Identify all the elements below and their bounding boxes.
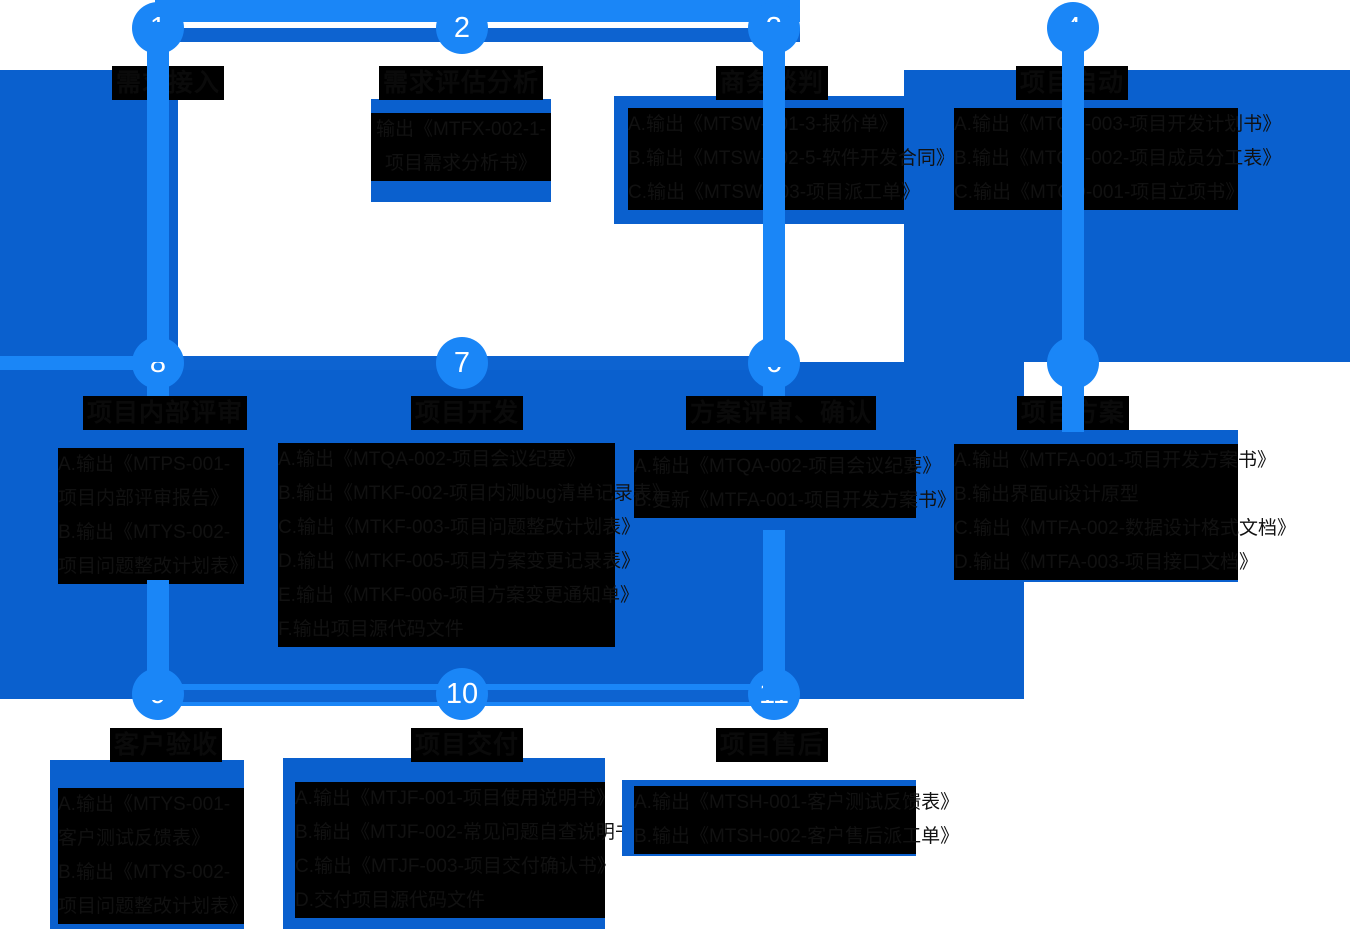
rail-vertical-step5-stub (1062, 362, 1084, 432)
step-card-7: A.输出《MTQA-002-项目会议纪要》 B.输出《MTKF-002-项目内测… (266, 426, 671, 654)
list-item: A.输出《MTYS-001- (58, 788, 244, 822)
step-card-11-list: A.输出《MTSH-001-客户测试反馈表》 B.输出《MTSH-002-客户售… (622, 780, 959, 854)
list-item: E.输出《MTKF-006-项目方案变更通知单》 (278, 579, 639, 613)
list-item: B.更新《MTFA-001-项目开发方案书》 (634, 484, 956, 518)
list-item: D.输出《MTKF-005-项目方案变更记录表》 (278, 545, 640, 579)
list-item: 项目需求分析书》 (371, 147, 551, 181)
step-card-2: 输出《MTFX-002-1- 项目需求分析书》 (371, 99, 551, 202)
rail-vertical-step6-to-11 (763, 530, 785, 700)
step-card-8: A.输出《MTPS-001- 项目内部评审报告》 B.输出《MTYS-002- … (50, 426, 248, 596)
list-item: 项目内部评审报告》 (58, 482, 244, 516)
list-item: A.输出《MTFA-001-项目开发方案书》 (954, 444, 1276, 478)
step-card-4-list: A.输出《MTQD-003-项目开发计划书》 B.输出《MTQD-002-项目成… (944, 96, 1281, 210)
step-card-11: A.输出《MTSH-001-客户测试反馈表》 B.输出《MTSH-002-客户售… (622, 780, 959, 856)
step-card-6: A.输出《MTQA-002-项目会议纪要》 B.更新《MTFA-001-项目开发… (622, 430, 956, 534)
list-item: A.输出《MTJF-001-项目使用说明书》 (295, 782, 615, 816)
list-item: A.输出《MTQD-003-项目开发计划书》 (954, 108, 1281, 142)
step-card-5: A.输出《MTFA-001-项目开发方案书》 B.输出界面ui设计原型 C.输出… (944, 430, 1296, 582)
list-item: A.输出《MTQA-002-项目会议纪要》 (278, 443, 615, 477)
list-item: D.交付项目源代码文件 (295, 884, 605, 918)
step-title-8: 项目内部评审 (83, 396, 248, 430)
list-item: B.输出《MTSH-002-客户售后派工单》 (634, 820, 959, 854)
step-title-11: 项目售后 (716, 728, 829, 762)
list-item: C.输出《MTQD-001-项目立项书》 (954, 176, 1244, 210)
list-item: F.输出项目源代码文件 (278, 613, 615, 647)
list-item: B.输出《MTQD-002-项目成员分工表》 (954, 142, 1281, 176)
step-node-2[interactable]: 2 (436, 2, 488, 54)
step-node-10-label: 10 (445, 677, 479, 710)
list-item: D.输出《MTFA-003-项目接口文档》 (954, 546, 1258, 580)
rail-vertical-step8-to-9 (147, 580, 169, 700)
list-item: B.输出《MTJF-002-常见问题自查说明书》 (295, 816, 653, 850)
step-card-5-list: A.输出《MTFA-001-项目开发方案书》 B.输出界面ui设计原型 C.输出… (944, 430, 1296, 580)
list-item: B.输出《MTYS-002- (58, 856, 244, 890)
step-card-9-list: A.输出《MTYS-001- 客户测试反馈表》 B.输出《MTYS-002- 项… (50, 760, 248, 924)
step-card-9: A.输出《MTYS-001- 客户测试反馈表》 B.输出《MTYS-002- 项… (50, 760, 248, 929)
step-card-4: A.输出《MTQD-003-项目开发计划书》 B.输出《MTQD-002-项目成… (944, 96, 1281, 224)
step-title-10: 项目交付 (411, 728, 524, 762)
step-title-9: 客户验收 (110, 728, 223, 762)
step-title-7: 项目开发 (411, 396, 524, 430)
list-item: 客户测试反馈表》 (58, 822, 244, 856)
list-item: A.输出《MTPS-001- (58, 448, 244, 482)
list-item: C.输出《MTKF-003-项目问题整改计划表》 (278, 511, 640, 545)
list-item: B.输出界面ui设计原型 (954, 478, 1238, 512)
step-node-7[interactable]: 7 (436, 337, 488, 389)
list-item: 输出《MTFX-002-1- (371, 113, 551, 147)
step-card-3: A.输出《MTSW-001-3-报价单》 B.输出《MTSW-002-5-软件开… (614, 96, 955, 224)
rail-vertical-step1-overlay (147, 22, 169, 362)
list-item: A.输出《MTQA-002-项目会议纪要》 (634, 450, 941, 484)
rail-top-row1-secondary (178, 28, 800, 42)
step-node-2-label: 2 (453, 11, 471, 44)
list-item: A.输出《MTSH-001-客户测试反馈表》 (634, 786, 959, 820)
list-item: C.输出《MTJF-003-项目交付确认书》 (295, 850, 616, 884)
step-card-7-list: A.输出《MTQA-002-项目会议纪要》 B.输出《MTKF-002-项目内测… (266, 426, 671, 647)
list-item: 项目问题整改计划表》 (58, 890, 248, 924)
rail-vertical-step3-overlay (763, 22, 785, 367)
list-item: B.输出《MTKF-002-项目内测bug清单记录表》 (278, 477, 671, 511)
list-item: 项目问题整改计划表》 (58, 550, 248, 584)
step-title-6: 方案评审、确认 (686, 396, 877, 430)
step-card-3-list: A.输出《MTSW-001-3-报价单》 B.输出《MTSW-002-5-软件开… (614, 96, 955, 210)
step-node-7-label: 7 (453, 346, 471, 379)
step-card-8-list: A.输出《MTPS-001- 项目内部评审报告》 B.输出《MTYS-002- … (50, 426, 248, 584)
list-item: B.输出《MTYS-002- (58, 516, 244, 550)
list-item: C.输出《MTFA-002-数据设计格式文档》 (954, 512, 1296, 546)
step-card-2-list: 输出《MTFX-002-1- 项目需求分析书》 (371, 99, 551, 181)
step-card-10-list: A.输出《MTJF-001-项目使用说明书》 B.输出《MTJF-002-常见问… (283, 758, 653, 918)
step-card-6-list: A.输出《MTQA-002-项目会议纪要》 B.更新《MTFA-001-项目开发… (622, 430, 956, 518)
step-card-10: A.输出《MTJF-001-项目使用说明书》 B.输出《MTJF-002-常见问… (283, 758, 653, 929)
step-node-10[interactable]: 10 (436, 668, 488, 720)
rail-vertical-step4-overlay (1062, 22, 1084, 362)
step-title-2: 需求评估分析 (379, 66, 544, 100)
rail-row2-bright (0, 356, 160, 370)
